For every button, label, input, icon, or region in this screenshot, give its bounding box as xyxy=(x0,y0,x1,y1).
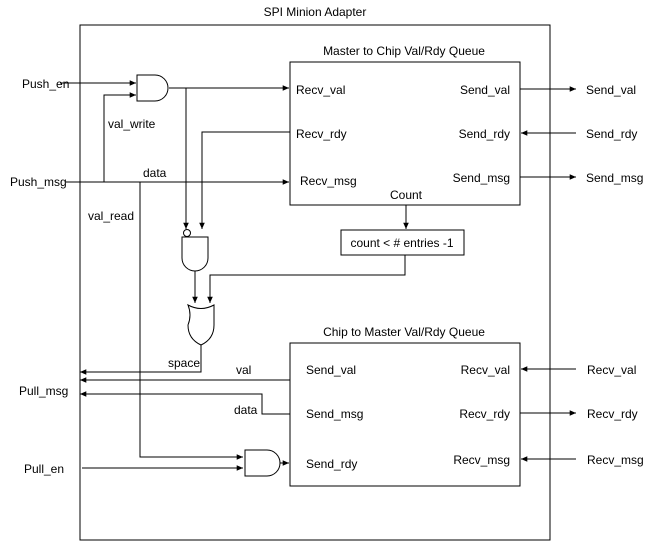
wire-space xyxy=(80,345,202,375)
port-recv-msg: Recv_msg xyxy=(587,453,644,467)
port-recv-val: Recv_val xyxy=(587,363,636,377)
c2m-queue-box xyxy=(289,342,521,487)
m2c-queue-title: Master to Chip Val/Rdy Queue xyxy=(323,44,485,58)
and-gate-push xyxy=(136,74,169,102)
m2c-send-msg: Send_msg xyxy=(453,171,510,185)
m2c-recv-msg: Recv_msg xyxy=(300,174,357,188)
c2m-send-rdy: Send_rdy xyxy=(306,457,357,471)
count-comparator-label: count < # entries -1 xyxy=(350,236,453,250)
and-gate-middle xyxy=(181,236,209,272)
label-space: space xyxy=(168,356,200,370)
c2m-send-val: Send_val xyxy=(306,363,356,377)
wire-c2m-data xyxy=(80,391,290,415)
c2m-recv-val: Recv_val xyxy=(461,363,510,377)
c2m-queue: Chip to Master Val/Rdy Queue Send_val Se… xyxy=(289,325,521,487)
port-recv-rdy: Recv_rdy xyxy=(587,407,638,421)
c2m-send-msg: Send_msg xyxy=(306,407,363,421)
wire-c2m-val xyxy=(80,369,291,383)
label-val-read: val_read xyxy=(88,209,134,223)
c2m-queue-title: Chip to Master Val/Rdy Queue xyxy=(323,325,485,339)
port-send-val: Send_val xyxy=(586,83,636,97)
or-gate-space xyxy=(187,303,215,346)
m2c-queue: Master to Chip Val/Rdy Queue Recv_val Re… xyxy=(289,44,521,206)
m2c-recv-rdy: Recv_rdy xyxy=(296,127,347,141)
c2m-recv-msg: Recv_msg xyxy=(453,453,510,467)
diagram-title: SPI Minion Adapter xyxy=(264,5,367,19)
port-send-rdy: Send_rdy xyxy=(586,127,637,141)
port-push-msg: Push_msg xyxy=(10,175,67,189)
wire-recv-rdy xyxy=(199,131,290,229)
label-val-write: val_write xyxy=(108,117,156,131)
m2c-queue-box xyxy=(289,61,521,206)
port-push-en: Push_en xyxy=(22,77,69,91)
m2c-send-rdy: Send_rdy xyxy=(459,127,510,141)
count-comparator-box xyxy=(340,229,465,256)
c2m-recv-rdy: Recv_rdy xyxy=(459,407,510,421)
label-data-bottom: data xyxy=(234,403,258,417)
wire-and-second-input xyxy=(103,92,136,182)
wire-val-read xyxy=(139,182,243,460)
m2c-count-label: Count xyxy=(390,188,423,202)
wire-comparator-out xyxy=(207,255,406,303)
inverter-bubble xyxy=(183,229,191,237)
port-send-msg: Send_msg xyxy=(586,171,643,185)
and-gate-pull xyxy=(244,449,281,477)
m2c-send-val: Send_val xyxy=(460,83,510,97)
label-val: val xyxy=(236,363,251,377)
label-data-top: data xyxy=(143,166,167,180)
port-pull-msg: Pull_msg xyxy=(19,384,68,398)
port-pull-en: Pull_en xyxy=(24,462,64,476)
m2c-recv-val: Recv_val xyxy=(296,83,345,97)
